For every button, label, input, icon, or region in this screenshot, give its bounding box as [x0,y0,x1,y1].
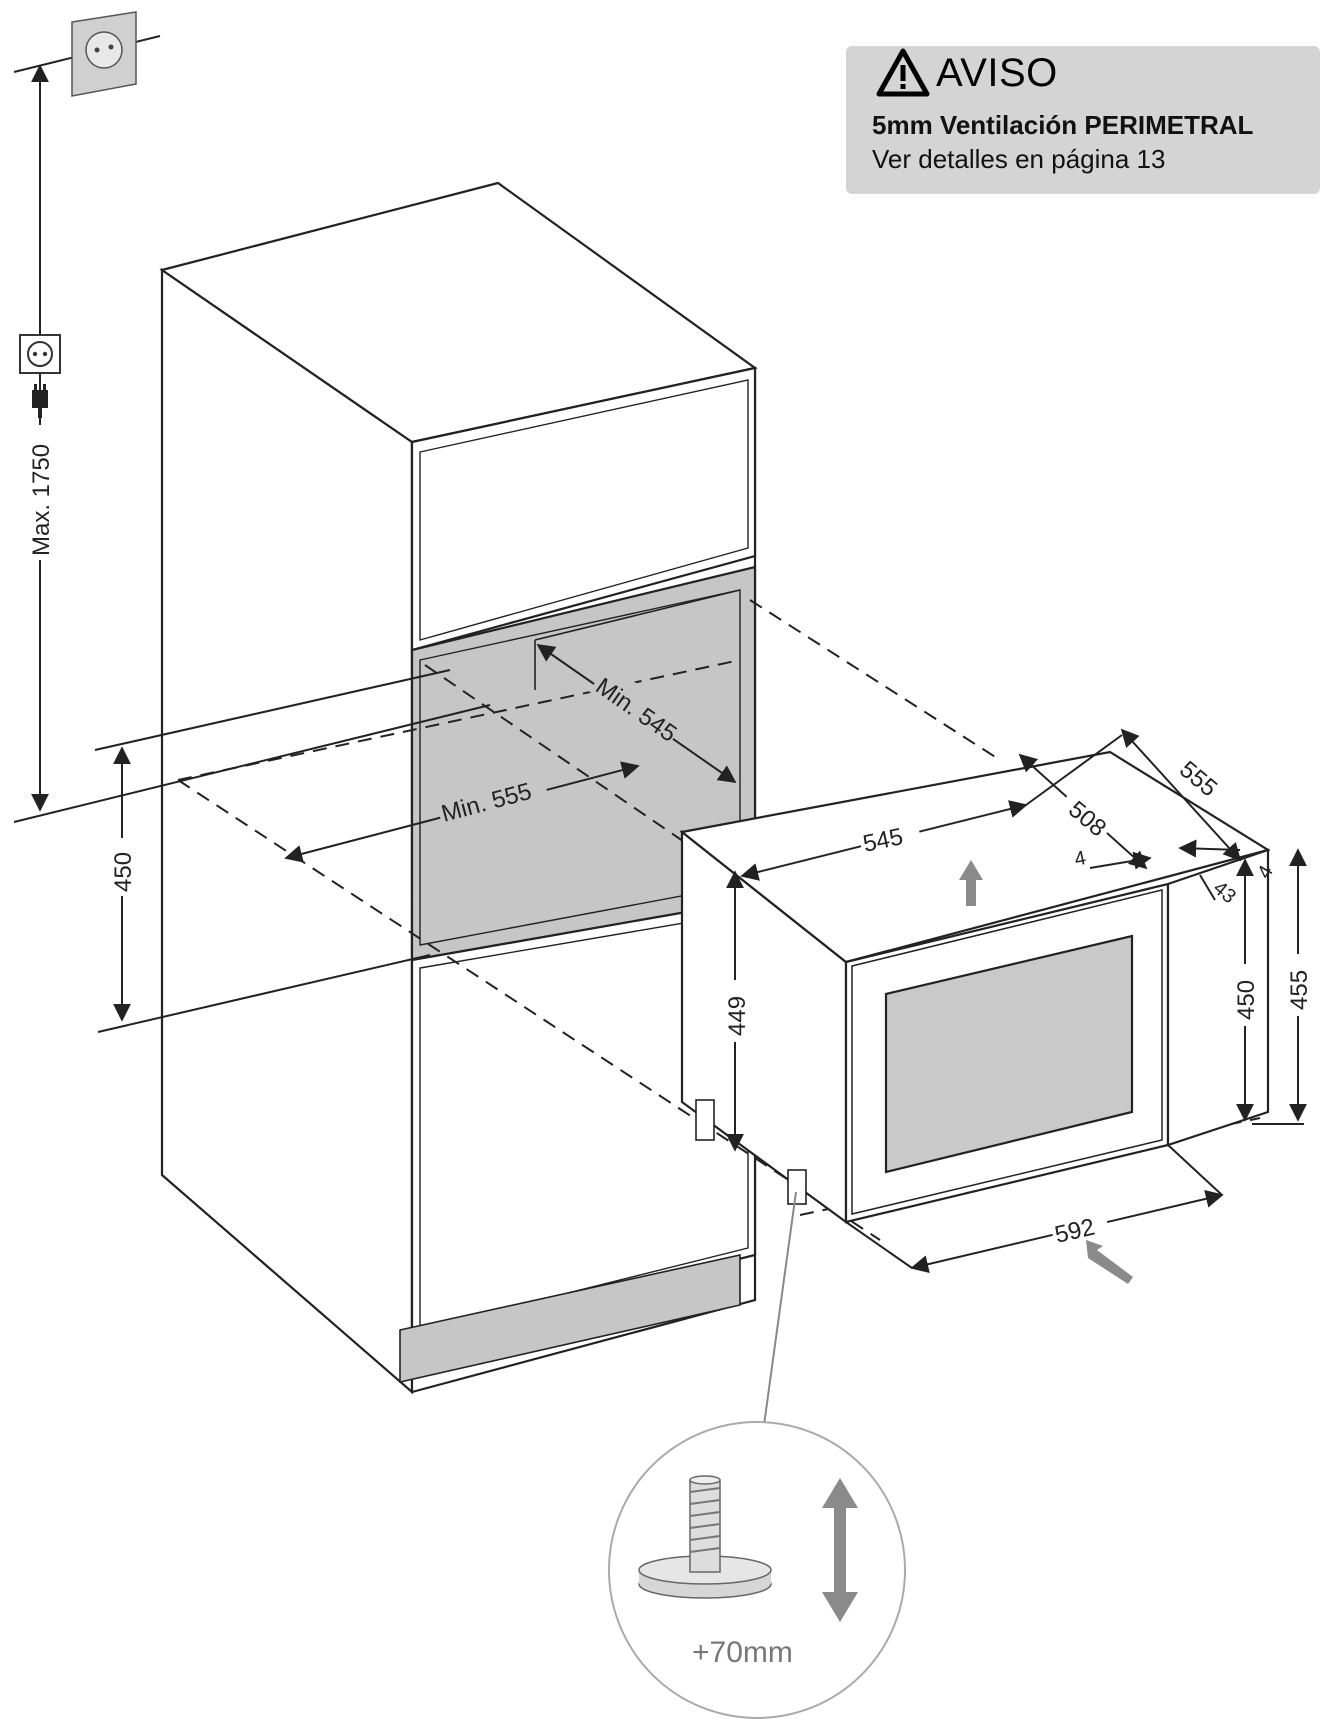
glass-window [884,934,1134,1174]
kitchen-cabinet [159,181,758,1395]
appliance-height-label: 449 [724,996,751,1036]
niche-height-label: 450 [110,852,137,892]
plug-icon [32,384,48,418]
overall-height-label: 455 [1286,970,1313,1010]
front-height-label: 450 [1233,980,1260,1020]
notice-ventilation-text: 5mm Ventilación PERIMETRAL [872,110,1254,140]
foot-adjust-label: +70mm [692,1636,793,1669]
plinth [399,1254,741,1384]
wine-cooler-appliance [679,750,1271,1225]
notice-reference-text: Ver detalles en página 13 [872,144,1166,174]
arrow-diagonal-icon [1086,1240,1133,1284]
arrow-up-icon [959,860,983,906]
gap-4a-label: 4 [1072,847,1087,871]
warning-notice: AVISO 5mm Ventilación PERIMETRAL Ver det… [846,46,1320,194]
wall-socket-icon [71,11,137,97]
callout-line [763,1191,797,1426]
notice-title: AVISO [936,50,1058,95]
warning-triangle-icon [876,48,930,97]
adjustable-foot-icon [638,1475,772,1599]
foot-detail-callout: +70mm [608,1421,906,1719]
socket-icon [19,334,61,374]
double-arrow-icon [822,1478,858,1622]
max-height-label: Max. 1750 [28,444,55,556]
